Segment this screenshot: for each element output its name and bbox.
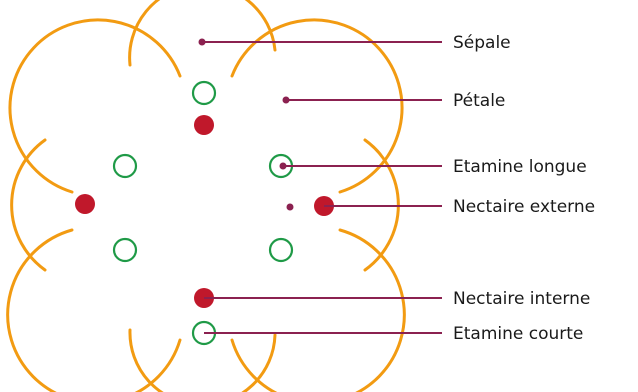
- nectaries: [75, 115, 334, 308]
- label-etamine-courte: Etamine courte: [453, 324, 583, 344]
- labels: Sépale Pétale Etamine longue Nectaire ex…: [453, 33, 595, 344]
- leader-dot-nectaire-externe: [286, 203, 294, 211]
- label-nectaire-interne: Nectaire interne: [453, 289, 590, 309]
- petal-lower-left: [6, 228, 182, 392]
- label-nectaire-externe: Nectaire externe: [453, 197, 595, 217]
- label-petale: Pétale: [453, 91, 505, 111]
- petal-upper-right: [230, 18, 404, 194]
- stamen-top: [191, 80, 217, 106]
- stamens: [112, 80, 294, 346]
- stamen-mid-left: [112, 153, 138, 179]
- stamen-low-right: [268, 237, 294, 263]
- label-sepale: Sépale: [453, 33, 511, 53]
- sepal-bottom: [128, 328, 277, 392]
- stamen-low-left: [112, 237, 138, 263]
- nectary-left: [75, 194, 95, 214]
- label-etamine-longue: Etamine longue: [453, 157, 587, 177]
- nectary-top: [194, 115, 214, 135]
- flower-outline: [6, 0, 406, 392]
- petal-upper-left: [8, 18, 182, 194]
- sepal-top: [128, 0, 277, 67]
- petal-lower-right: [230, 228, 406, 392]
- leader-lines: [198, 38, 442, 334]
